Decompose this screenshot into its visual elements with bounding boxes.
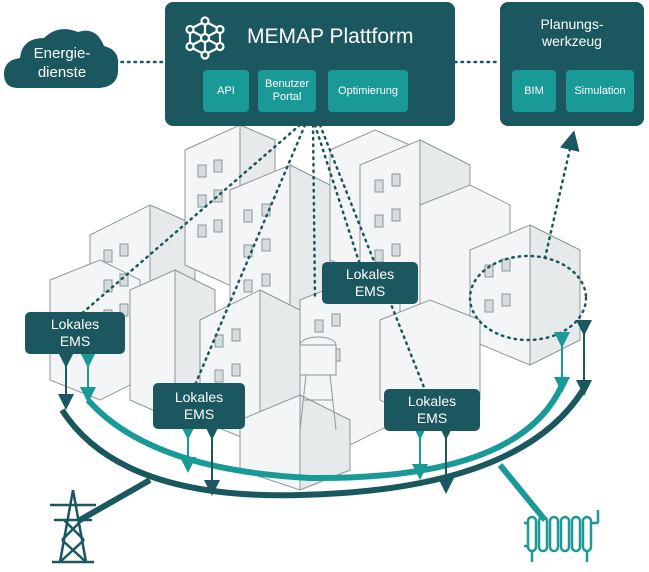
power-pylon-icon <box>50 489 96 564</box>
power-feed-line <box>78 477 152 523</box>
local-ems-1: Lokales EMS <box>25 312 125 354</box>
heat-feed-line <box>497 463 548 522</box>
module-optimization: Optimierung <box>328 70 408 112</box>
radiator-icon <box>524 510 600 562</box>
water-tower-tank <box>299 344 337 376</box>
local-ems-4: Lokales EMS <box>384 389 480 431</box>
simulation-scope <box>468 254 588 342</box>
module-simulation: Simulation <box>566 70 634 112</box>
city-illustration <box>49 124 581 491</box>
local-ems-3: Lokales EMS <box>322 262 418 304</box>
data-connections <box>78 60 588 392</box>
module-bim: BIM <box>512 70 556 112</box>
planning-title: Planungs- werkzeug <box>540 16 604 49</box>
building-side <box>529 224 581 366</box>
module-api: API <box>203 70 249 112</box>
network-hub-icon <box>185 16 225 60</box>
energy-grids <box>59 383 586 523</box>
platform-title: MEMAP Plattform <box>247 25 414 48</box>
link-scope-planning <box>543 130 580 260</box>
heat-grid <box>85 383 565 482</box>
electric-grid <box>59 388 586 499</box>
planning-tool-box: Planungs- werkzeug BIM Simulation <box>500 2 644 126</box>
link-platform-ems-4 <box>318 123 427 392</box>
services-label: Energie- dienste <box>33 45 91 81</box>
link-platform-ems-2 <box>193 123 307 387</box>
cloud-icon <box>4 29 119 88</box>
module-user-portal: Benutzer Portal <box>258 70 316 112</box>
local-ems-2: Lokales EMS <box>153 383 245 429</box>
platform-box: MEMAP Plattform API Benutzer Portal Opti… <box>165 2 455 126</box>
exchange-arrows <box>58 320 592 496</box>
link-platform-ems-1 <box>78 123 302 317</box>
building-side <box>299 394 351 491</box>
link-platform-ems-3 <box>313 123 362 267</box>
